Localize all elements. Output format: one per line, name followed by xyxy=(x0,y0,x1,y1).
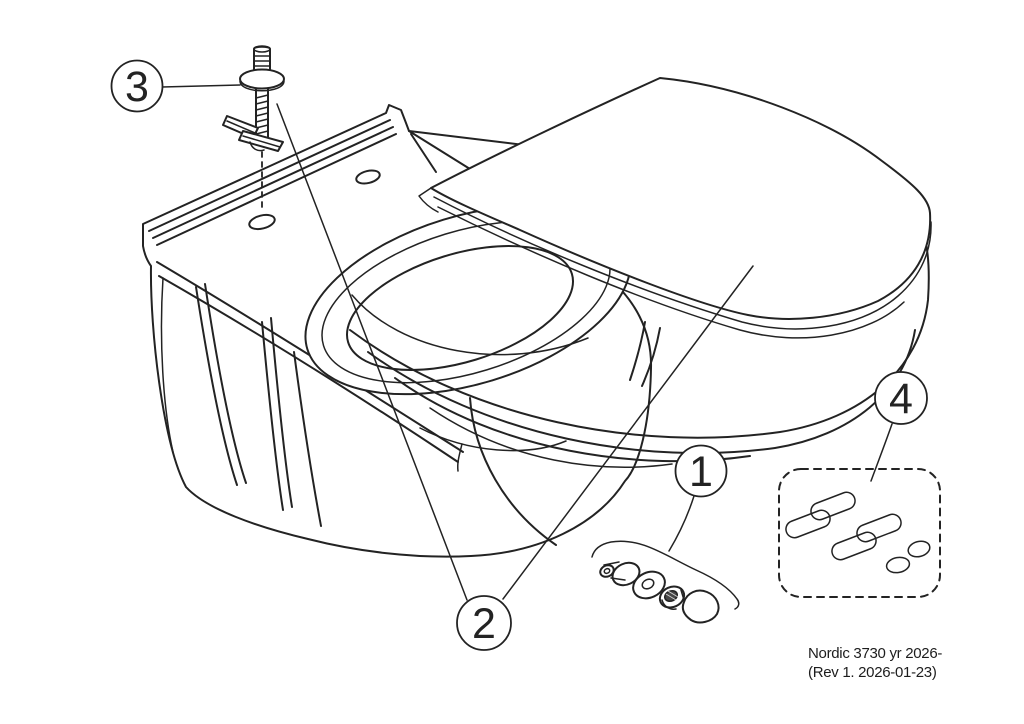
skirt-seam-line xyxy=(270,317,293,508)
sump-seam xyxy=(457,443,463,472)
drawing-title-block: Nordic 3730 yr 2026- (Rev 1. 2026-01-23) xyxy=(808,644,942,682)
callout-2-label: 2 xyxy=(472,600,496,648)
sleeve-side xyxy=(610,577,626,581)
mounting-holes xyxy=(248,151,381,231)
callout-2: 2 xyxy=(456,595,512,651)
callout-3: 3 xyxy=(110,59,164,113)
leader-line-2b xyxy=(502,265,754,600)
cover-cap xyxy=(681,589,720,624)
fixing-bolt-assembly xyxy=(222,45,285,152)
deck-ridge-line xyxy=(152,126,394,239)
deck-hinge-crease xyxy=(410,133,437,173)
callout-1: 1 xyxy=(674,444,728,498)
skirt-seam-line xyxy=(293,351,322,527)
leader-line-1 xyxy=(668,495,695,552)
seat-edge-arc xyxy=(429,407,673,468)
sleeve-bore xyxy=(603,567,611,575)
bolt-washer xyxy=(239,68,285,90)
bolt-washer-thickness xyxy=(239,80,285,92)
deck-ridge-line xyxy=(148,119,391,232)
skirt-seam-line xyxy=(204,283,247,484)
washer xyxy=(632,570,666,600)
seat-edge-arc xyxy=(349,227,930,439)
callout-4-circle xyxy=(874,371,928,425)
deck-back-right-edge xyxy=(408,130,525,146)
leader-lines xyxy=(161,84,893,601)
skirt-seam-line xyxy=(261,321,284,511)
callout-4-label: 4 xyxy=(889,375,913,423)
sleeve-end xyxy=(599,564,615,578)
deck-fascia-line xyxy=(158,275,459,463)
callout-2-circle xyxy=(456,595,512,651)
skirt-inner-line xyxy=(160,277,174,453)
lid-outline xyxy=(430,77,932,320)
deck-hole xyxy=(355,169,381,185)
callout-1-label: 1 xyxy=(689,448,713,496)
gasket-kit xyxy=(778,468,941,598)
deck-ridge-line xyxy=(156,133,397,246)
bowl-opening xyxy=(346,245,574,371)
gasket-buffer xyxy=(907,540,931,558)
bolt-thread-hatching xyxy=(255,94,269,135)
deck-hole xyxy=(248,213,276,231)
callout-3-circle xyxy=(110,59,164,113)
callout-1-circle xyxy=(674,444,728,498)
model-line: Nordic 3730 yr 2026- xyxy=(808,645,943,662)
bowl-inner-wall-arc xyxy=(351,294,589,356)
gasket-pad xyxy=(831,531,877,561)
gasket-pad xyxy=(856,513,902,543)
toggle-wing-line xyxy=(226,120,256,134)
seat-hinge-edge xyxy=(641,327,661,387)
sump-inner-arc xyxy=(419,427,567,452)
nut-facet xyxy=(680,589,685,601)
callout-3-label: 3 xyxy=(125,63,149,111)
lid-thickness-line xyxy=(437,206,905,339)
seat-hinge-edge xyxy=(629,321,646,381)
gasket-pad xyxy=(810,491,856,521)
callout-4: 4 xyxy=(874,371,928,425)
skirt-seam-line xyxy=(195,286,238,486)
gasket-buffer xyxy=(885,556,911,574)
toggle-clip xyxy=(249,141,265,152)
grouping-bracket xyxy=(591,540,740,610)
lid-thickness-line xyxy=(433,196,932,330)
nut-facet xyxy=(661,599,677,610)
nut-bore-hatch xyxy=(665,590,679,601)
leader-line-2a xyxy=(276,103,468,601)
seat-cover-lid xyxy=(418,77,932,339)
toggle-wing-line xyxy=(242,135,281,148)
leader-line-4 xyxy=(870,423,893,482)
sump-front-line xyxy=(469,397,557,546)
gasket-pad xyxy=(785,509,831,539)
washer-hole xyxy=(641,578,655,590)
bolt-head-top xyxy=(253,45,271,53)
leader-line-3 xyxy=(161,84,241,88)
lid-hinge-corner xyxy=(418,187,439,213)
revision-line: (Rev 1. 2026-01-23) xyxy=(808,664,937,681)
gasket-kit-box xyxy=(778,468,941,598)
fixing-hardware-kit xyxy=(591,540,740,624)
